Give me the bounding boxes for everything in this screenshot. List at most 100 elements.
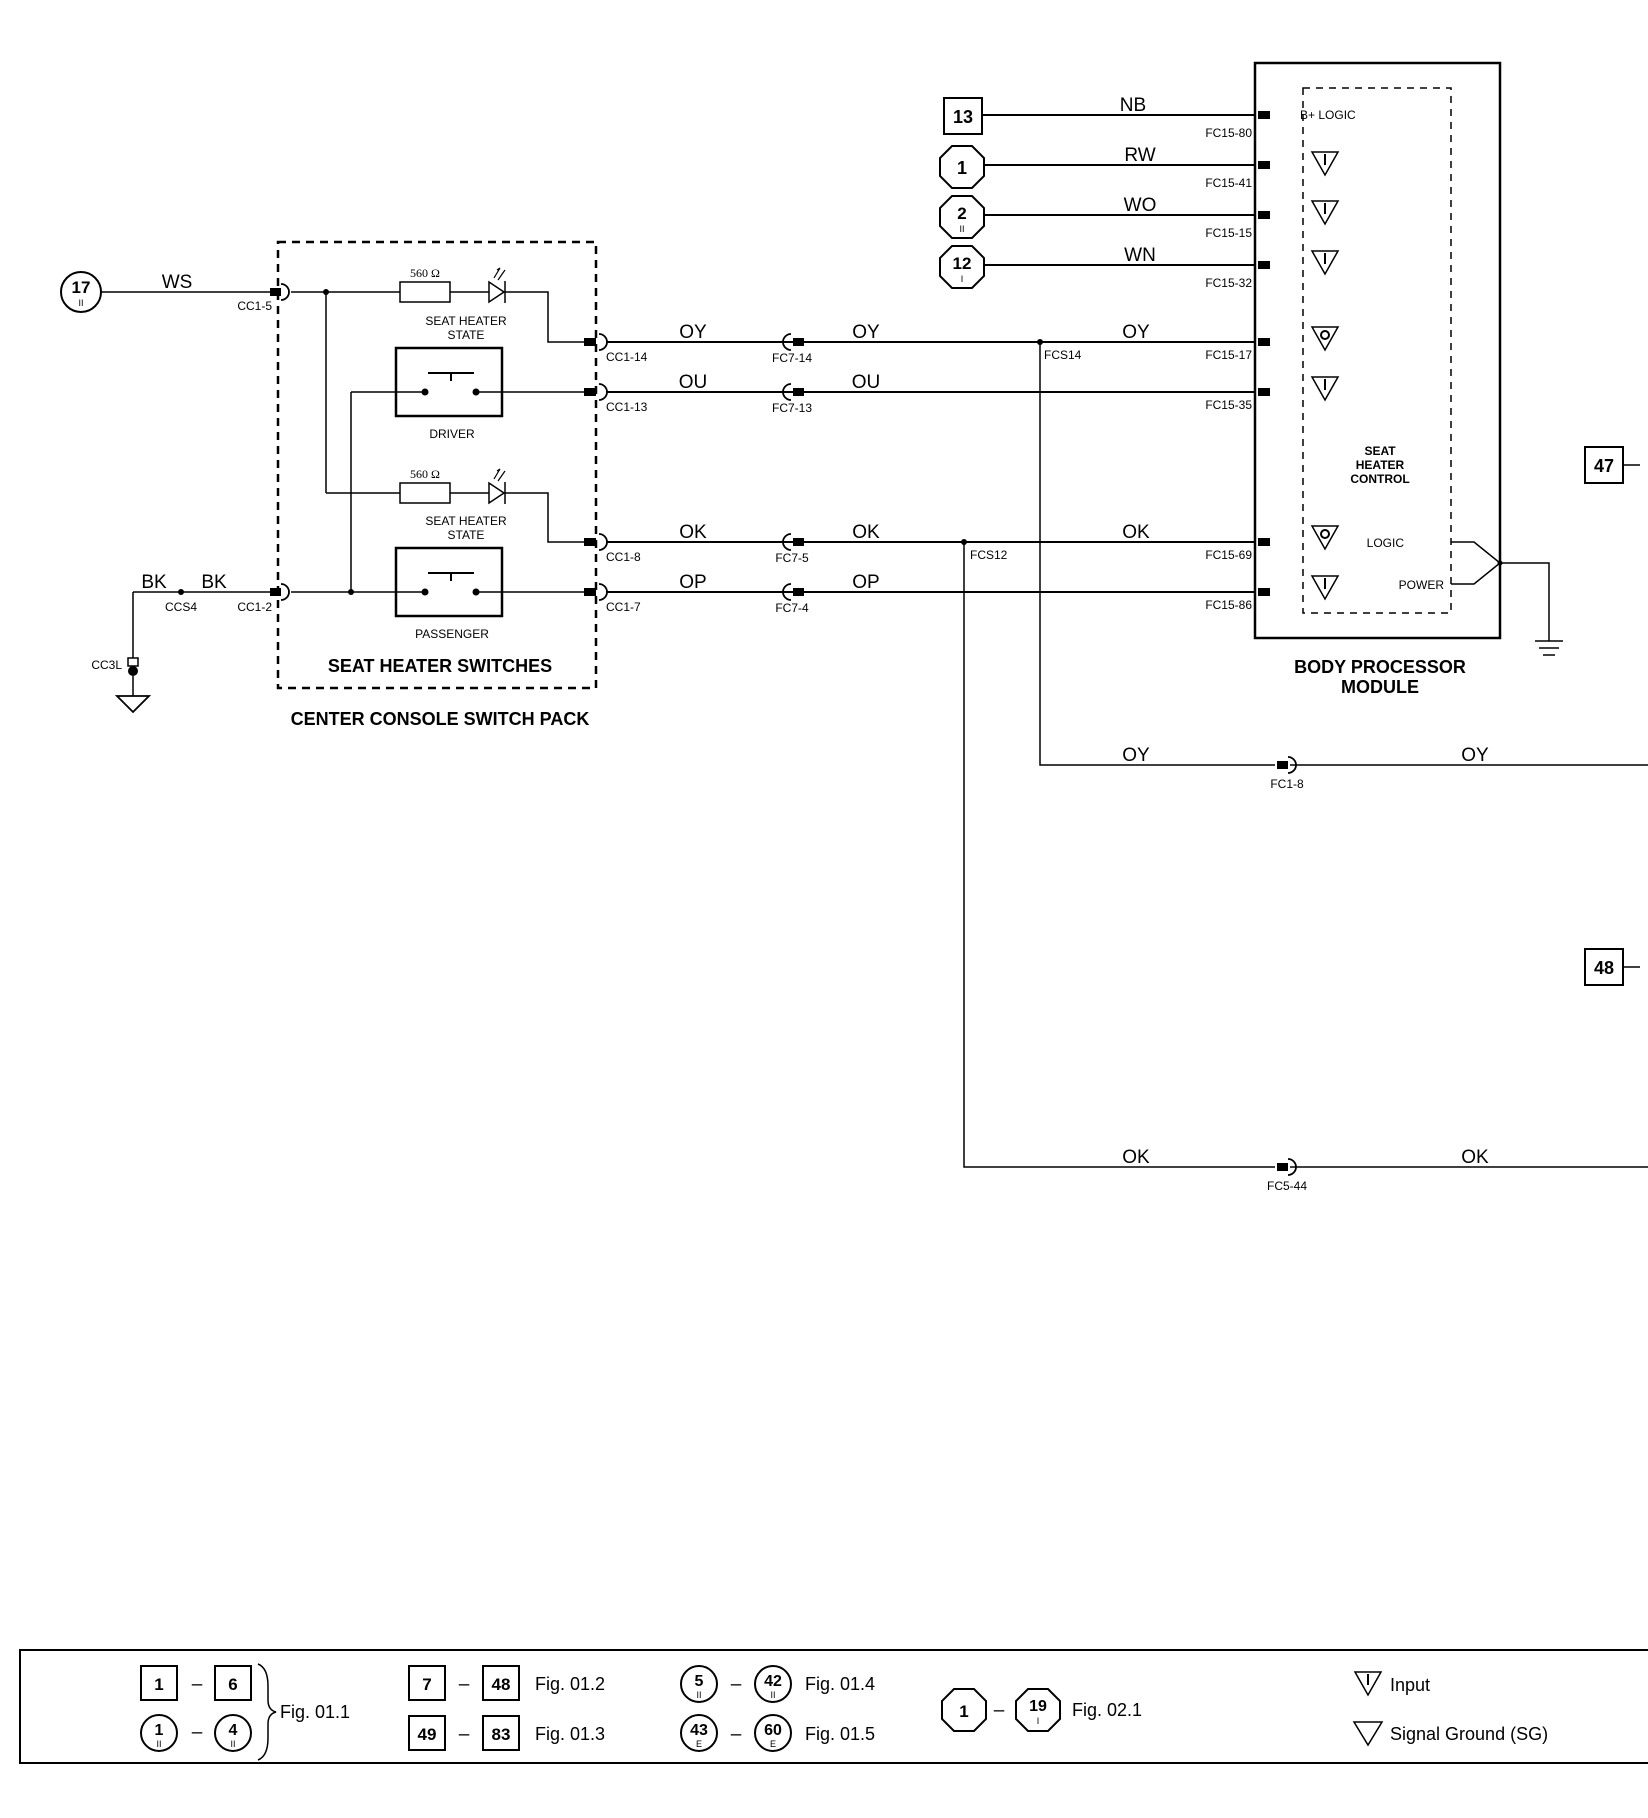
ref-box-47-label: 47: [1594, 456, 1614, 476]
legend-octagon-1-label: 1: [959, 1702, 968, 1721]
legend-circle-4-sub: II: [230, 1739, 235, 1749]
legend-dash-4: –: [459, 1724, 470, 1745]
legend-fig-02-1: Fig. 02.1: [1072, 1700, 1142, 1720]
legend-box-7-label: 7: [422, 1675, 431, 1694]
pin-fc15-69: FC15-69: [1205, 548, 1252, 562]
chassis-ground-icon: [1535, 640, 1563, 656]
pin-fc7-4: FC7-4: [775, 601, 809, 615]
pin-cc1-13: CC1-13: [606, 400, 648, 414]
legend-circle-42-label: 42: [764, 1673, 782, 1690]
ref-box-48-label: 48: [1594, 958, 1614, 978]
passenger-label: PASSENGER: [415, 627, 489, 641]
legend-circle-4-label: 4: [229, 1722, 238, 1739]
wire-label-oy-2: OY: [852, 322, 880, 343]
passenger-switch: [394, 546, 504, 618]
wire-label-wn: WN: [1124, 245, 1156, 266]
legend-box-83: [482, 1715, 520, 1751]
legend-octagon-19-label: 19: [1029, 1698, 1047, 1715]
wire-label-wo: WO: [1124, 195, 1157, 216]
legend-box-83-label: 83: [492, 1725, 511, 1744]
wire-label-ou-1: OU: [679, 372, 708, 393]
led-lower-label-2: STATE: [448, 528, 485, 542]
legend-fig-01-1: Fig. 01.1: [280, 1702, 350, 1722]
pin-fcs14: FCS14: [1044, 348, 1082, 362]
input-icon-fc15-15: [1311, 200, 1339, 225]
ref-octagon-2-sub: II: [959, 224, 964, 234]
wire-label-ws: WS: [162, 272, 193, 293]
legend-dash-3: –: [459, 1674, 470, 1695]
legend-box-6: [214, 1665, 252, 1701]
legend-box-1-label: 1: [154, 1675, 163, 1694]
pin-fc15-86: FC15-86: [1205, 598, 1252, 612]
pin-fc15-17: FC15-17: [1205, 348, 1252, 362]
center-console-switch-pack-title: CENTER CONSOLE SWITCH PACK: [291, 709, 590, 729]
legend-dash-1: –: [192, 1674, 203, 1695]
wire-rw: 1 RW FC15-41: [939, 145, 1270, 190]
wire-nb: 13 NB FC15-80: [943, 95, 1270, 140]
legend-input-icon: [1354, 1671, 1382, 1696]
legend-circle-42: [754, 1665, 792, 1703]
led-upper-icon: [488, 267, 506, 304]
ref-octagon-1-label: 1: [957, 158, 967, 178]
wire-label-oy-4: OY: [1122, 745, 1150, 766]
wire-label-ok-1: OK: [679, 522, 707, 543]
wire-label-ok-4: OK: [1122, 1147, 1150, 1168]
wire-label-ok-2: OK: [852, 522, 880, 543]
pin-cc1-8: CC1-8: [606, 550, 641, 564]
legend-box-48-label: 48: [492, 1675, 511, 1694]
legend-circle-1-sub: II: [156, 1739, 161, 1749]
seat-heater-control-label-1: SEAT: [1364, 444, 1396, 458]
input-icon-fc15-86: [1311, 575, 1339, 600]
legend-input-label: Input: [1390, 1675, 1430, 1695]
pin-cc1-14: CC1-14: [606, 350, 648, 364]
ref-octagon-12-sub: I: [961, 274, 964, 284]
ground-eyelet-icon: [127, 657, 139, 696]
pin-cc1-7: CC1-7: [606, 600, 641, 614]
b-logic-label: B+ LOGIC: [1300, 108, 1356, 122]
driver-switch: [394, 346, 504, 418]
legend-octagon-19: [1015, 1688, 1061, 1732]
output-icon-fc15-69: [1311, 525, 1339, 550]
bpm-title-2: MODULE: [1341, 677, 1419, 697]
bpm-title-1: BODY PROCESSOR: [1294, 657, 1466, 677]
legend-circle-5: [680, 1665, 718, 1703]
legend-box-49-label: 49: [418, 1725, 437, 1744]
legend-dash-6: –: [731, 1724, 742, 1745]
led-upper-label-1: SEAT HEATER: [425, 314, 507, 328]
pin-fc7-14: FC7-14: [772, 351, 812, 365]
ref-octagon-1: [939, 145, 985, 189]
resistor-lower: [399, 482, 451, 504]
logic-label: LOGIC: [1367, 536, 1405, 550]
legend-brace: [257, 1663, 277, 1761]
input-icon-fc15-32: [1311, 250, 1339, 275]
wire-wn: 12 I WN FC15-32: [939, 245, 1270, 290]
pin-cc3l: CC3L: [91, 658, 122, 672]
legend-circle-60-label: 60: [764, 1722, 782, 1739]
input-icon-fc15-35: [1311, 376, 1339, 401]
legend-dash-7: –: [994, 1700, 1005, 1721]
legend-circle-5-sub: II: [696, 1690, 701, 1700]
legend-box-49: [408, 1715, 446, 1751]
ref-circle-17-label: 17: [72, 278, 91, 297]
ref-octagon-2: [939, 195, 985, 239]
legend-circle-43-sub: E: [696, 1739, 702, 1749]
wire-label-rw: RW: [1124, 145, 1155, 166]
input-icon-fc15-41: [1311, 151, 1339, 176]
pin-fc15-35: FC15-35: [1205, 398, 1252, 412]
wire-ws: 17 II WS CC1-5: [60, 271, 290, 313]
body-processor-module: B+ LOGIC SEAT HEATER CONTROL LOGIC POWER…: [1253, 61, 1563, 697]
seat-heater-control-label-2: HEATER: [1356, 458, 1405, 472]
pin-fc15-32: FC15-32: [1205, 276, 1252, 290]
wire-label-ok-5: OK: [1461, 1147, 1489, 1168]
wire-oy: OY OY OY CC1-14 FC7-14 FCS14 FC15-17: [606, 322, 1270, 365]
pin-fcs12: FCS12: [970, 548, 1008, 562]
wire-ou: OU OU CC1-13 FC7-13 FC15-35: [606, 372, 1270, 415]
legend-box-1: [140, 1665, 178, 1701]
pin-fc5-44: FC5-44: [1267, 1179, 1307, 1193]
pin-ccs4: CCS4: [165, 600, 197, 614]
pin-fc15-15: FC15-15: [1205, 226, 1252, 240]
resistor-lower-label: 560 Ω: [410, 467, 440, 481]
legend-octagon-19-sub: I: [1037, 1716, 1040, 1726]
wire-bk: BK BK CCS4 CC1-2 CC3L: [91, 572, 290, 714]
